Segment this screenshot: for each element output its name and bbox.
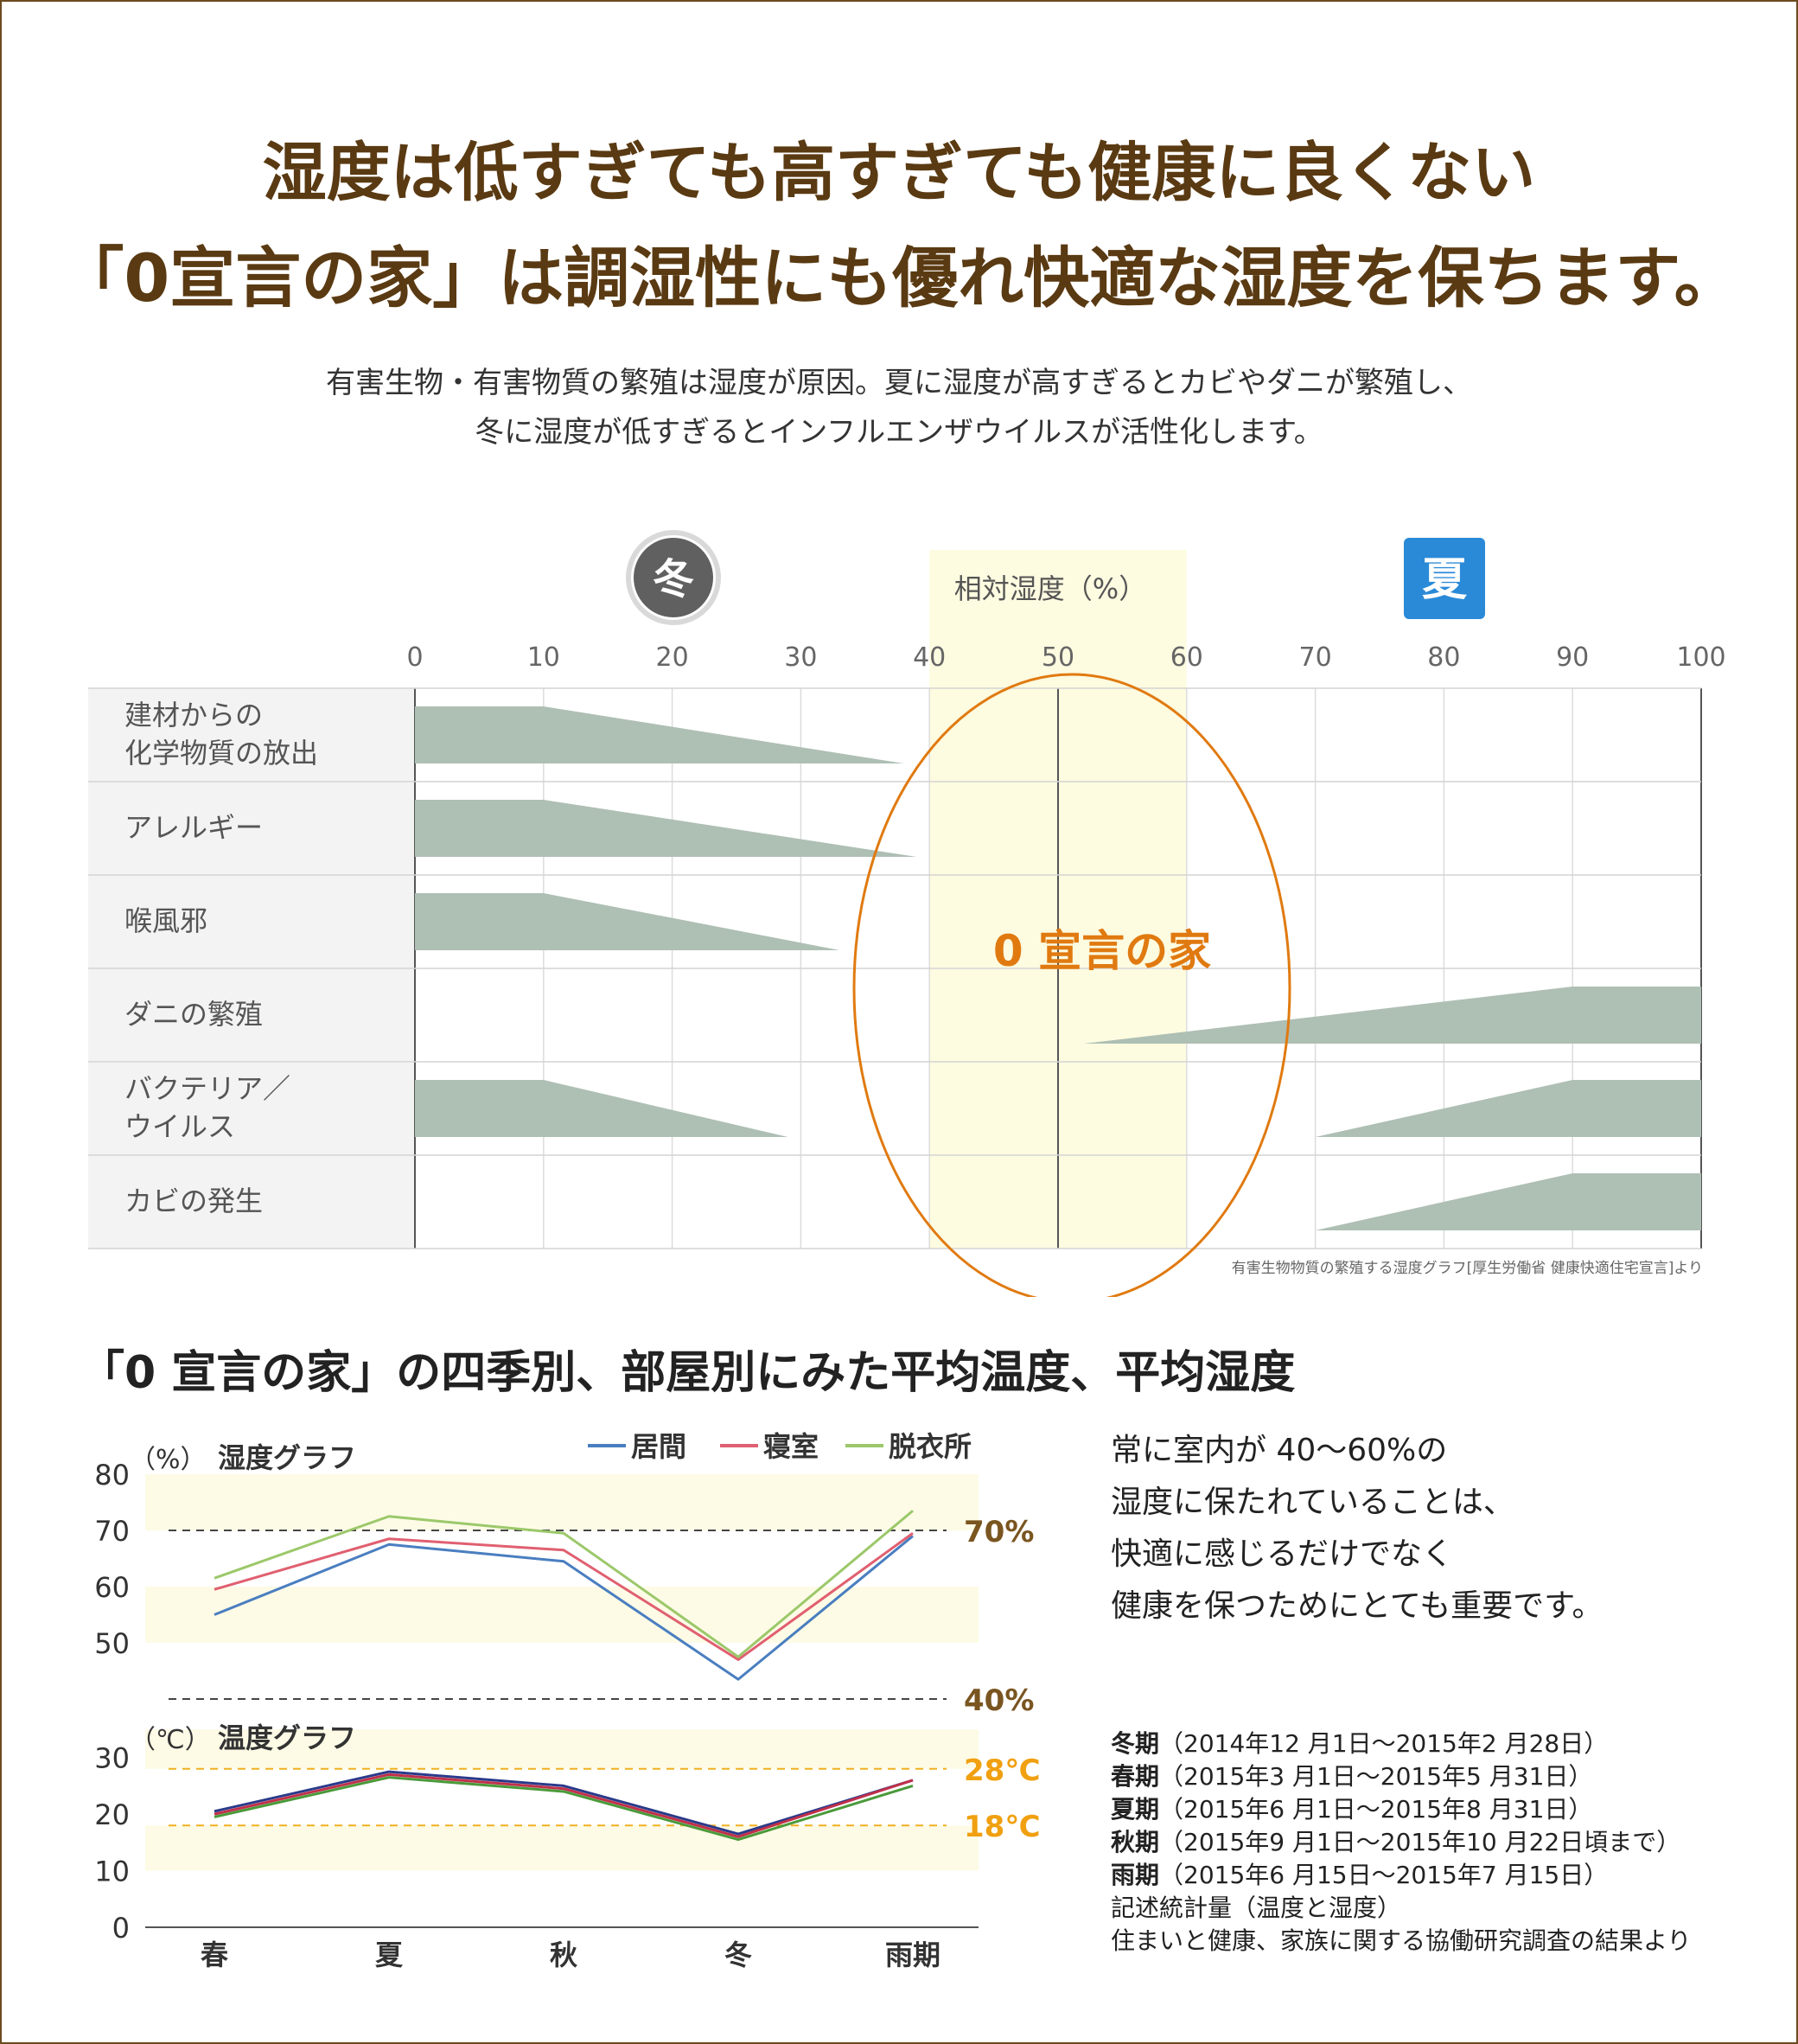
temperature-y-tick: 30 [94, 1742, 130, 1775]
hazard-x-tick: 60 [1170, 642, 1203, 673]
temperature-series-line [214, 1776, 914, 1842]
humidity-series-line [214, 1510, 914, 1658]
humidity-y-tick: 70 [94, 1515, 130, 1548]
zero-sengen-label: 0 宣言の家 [993, 926, 1211, 976]
hazard-row-label: 喉風邪 [124, 904, 207, 937]
hazard-row-label: 化学物質の放出 [124, 737, 318, 770]
season-line-charts: 70% 40% 28℃ 18℃ 50 60 70 80 0 10 20 30 春 夏 秋 冬 雨期 居間… [94, 1430, 1041, 1971]
note-line: 湿度に保たれていることは、 [1111, 1485, 1514, 1520]
humidity-y-tick: 80 [94, 1459, 130, 1491]
humidity-band [145, 1587, 979, 1643]
hazard-row-label-cell [88, 1062, 415, 1155]
winter-badge-icon [634, 538, 713, 617]
note-line: 健康を保つためにとても重要です。 [1111, 1588, 1604, 1624]
hazard-row-label: バクテリア／ [124, 1072, 290, 1105]
temperature-reference-label: 18℃ [964, 1810, 1041, 1844]
hazard-x-tick: 0 [406, 642, 423, 673]
page-title-line1: 湿度は低すぎても高すぎても健康に良くない [262, 136, 1536, 210]
period-item: 雨期（2015年6 月15日〜2015年7 月15日） [1111, 1861, 1609, 1889]
humidity-y-tick: 60 [94, 1571, 130, 1604]
temperature-chart-title: 温度グラフ [218, 1721, 356, 1754]
footnote-source: 住まいと健康、家族に関する協働研究調査の結果より [1111, 1926, 1692, 1955]
temperature-unit-label: （℃） [130, 1725, 211, 1755]
x-category-label: 雨期 [885, 1939, 940, 1971]
hazard-source-note: 有害生物物質の繁殖する湿度グラフ[厚生労働省 健康快適住宅宣言]より [1232, 1260, 1703, 1277]
x-category-label: 冬 [724, 1939, 752, 1971]
summer-badge-icon [1404, 538, 1485, 619]
humidity-note: 常に室内が 40〜60%の 湿度に保たれていることは、 快適に感じるだけでなく … [1111, 1425, 1604, 1632]
hazard-row-label: 建材からの [124, 699, 263, 731]
hazard-row-label-cell [88, 688, 415, 782]
humidity-unit-label: （%） [130, 1445, 207, 1475]
hazard-x-tick: 90 [1556, 642, 1589, 673]
hazard-band [1083, 987, 1701, 1044]
temperature-y-tick: 10 [94, 1856, 130, 1888]
x-category-label: 春 [201, 1939, 228, 1971]
hazard-row-label: ダニの繁殖 [124, 998, 263, 1031]
temperature-band [145, 1825, 979, 1871]
temperature-series-line [214, 1770, 914, 1836]
humidity-reference-label: 70% [964, 1515, 1034, 1549]
temperature-y-tick: 0 [112, 1912, 130, 1945]
period-list: 冬期（2014年12 月1日〜2015年2 月28日） 春期（2015年3 月1… [1111, 1728, 1691, 1958]
hazard-band [1315, 1173, 1701, 1230]
hazard-x-tick: 100 [1676, 642, 1725, 673]
hazard-band [415, 893, 840, 950]
hazard-row-label: ウイルス [124, 1110, 235, 1143]
temperature-series-line [214, 1773, 914, 1838]
hazard-x-tick: 10 [527, 642, 560, 673]
hazard-row-label-cell [88, 1155, 415, 1249]
summer-badge-label: 夏 [1422, 554, 1468, 606]
winter-badge-label: 冬 [653, 555, 694, 604]
humidity-y-tick: 50 [94, 1627, 130, 1660]
hazard-band [415, 800, 917, 857]
period-item: 冬期（2014年12 月1日〜2015年2 月28日） [1111, 1729, 1609, 1758]
hazard-row-label: カビの発生 [124, 1185, 263, 1217]
comfort-highlight-ellipse [852, 673, 1291, 1297]
hazard-chart-axis-title: 相対湿度（%） [954, 572, 1146, 605]
hazard-band [415, 706, 904, 763]
temperature-reference-label: 28℃ [964, 1753, 1041, 1788]
section2-title: 「0 宣言の家」の四季別、部屋別にみた平均温度、平均湿度 [80, 1347, 1296, 1399]
hazard-row-label-cell [88, 875, 415, 968]
page-title-line2: 「0宣言の家」は調湿性にも優れ快適な湿度を保ちます。 [58, 240, 1740, 316]
hazard-row-label-cell [88, 968, 415, 1062]
x-category-label: 秋 [550, 1939, 577, 1971]
temperature-y-tick: 20 [94, 1798, 130, 1831]
humidity-series-line [214, 1535, 914, 1681]
x-category-label: 夏 [375, 1939, 404, 1971]
hazard-x-tick: 40 [913, 642, 946, 673]
hazard-row-label: アレルギー [124, 811, 263, 844]
footnote-stats: 記述統計量（温度と湿度） [1111, 1894, 1402, 1922]
temperature-band [145, 1729, 979, 1769]
intro-line2: 冬に湿度が低すぎるとインフルエンザウイルスが活性化します。 [475, 415, 1323, 450]
period-item: 春期（2015年3 月1日〜2015年5 月31日） [1111, 1762, 1593, 1791]
period-item: 秋期（2015年9 月1日〜2015年10 月22日頃まで） [1111, 1828, 1681, 1856]
note-line: 常に室内が 40〜60%の [1111, 1433, 1448, 1468]
humidity-series-line [214, 1532, 914, 1661]
hazard-x-tick: 30 [784, 642, 817, 673]
legend-label: 居間 [631, 1430, 686, 1463]
hazard-x-tick: 50 [1042, 642, 1074, 673]
period-item: 夏期（2015年6 月1日〜2015年8 月31日） [1111, 1795, 1593, 1824]
hazard-x-tick: 80 [1427, 642, 1460, 673]
hazard-x-tick: 70 [1299, 642, 1332, 673]
note-line: 快適に感じるだけでなく [1111, 1536, 1454, 1572]
hazard-row-label-cell [88, 782, 415, 875]
intro-line1: 有害生物・有害物質の繁殖は湿度が原因。夏に湿度が高すぎるとカビやダニが繁殖し、 [326, 366, 1472, 400]
humidity-band [145, 1474, 979, 1530]
hazard-band [1315, 1080, 1701, 1137]
legend-label: 寝室 [763, 1430, 819, 1463]
legend-label: 脱衣所 [889, 1430, 972, 1463]
hazard-x-tick: 20 [656, 642, 689, 673]
humidity-reference-label: 40% [964, 1683, 1034, 1718]
hazard-band [415, 1080, 788, 1137]
humidity-chart-title: 湿度グラフ [218, 1441, 356, 1474]
